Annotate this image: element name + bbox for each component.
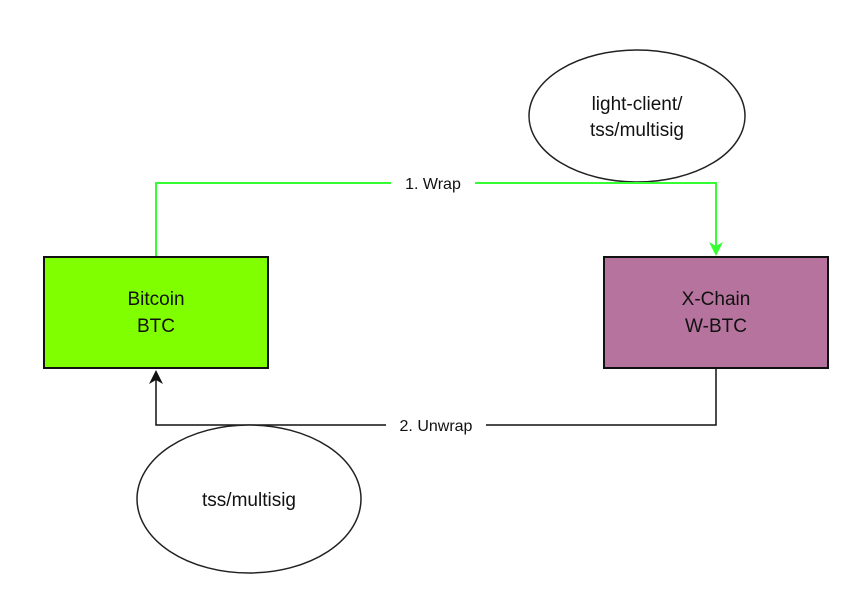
top-ellipse-line2: tss/multisig — [590, 120, 684, 141]
unwrap-arrowhead-icon — [149, 370, 163, 384]
bitcoin-node[interactable]: Bitcoin BTC — [43, 256, 269, 369]
top-ellipse[interactable]: light-client/ tss/multisig — [528, 49, 746, 183]
bottom-ellipse[interactable]: tss/multisig — [136, 424, 362, 574]
unwrap-label: 2. Unwrap — [400, 418, 473, 435]
unwrap-edge[interactable]: 2. Unwrap — [149, 368, 717, 436]
wrap-edge[interactable]: 1. Wrap — [155, 172, 723, 256]
bitcoin-node-line1: Bitcoin — [127, 289, 184, 310]
wrap-arrowhead-icon — [709, 242, 723, 256]
xchain-node[interactable]: X-Chain W-BTC — [603, 256, 829, 369]
bottom-ellipse-label: tss/multisig — [202, 490, 296, 511]
wrap-label: 1. Wrap — [405, 176, 461, 193]
xchain-node-line2: W-BTC — [685, 316, 747, 337]
top-ellipse-line1: light-client/ — [592, 94, 684, 115]
xchain-node-line1: X-Chain — [682, 289, 751, 310]
bitcoin-node-line2: BTC — [137, 316, 175, 337]
